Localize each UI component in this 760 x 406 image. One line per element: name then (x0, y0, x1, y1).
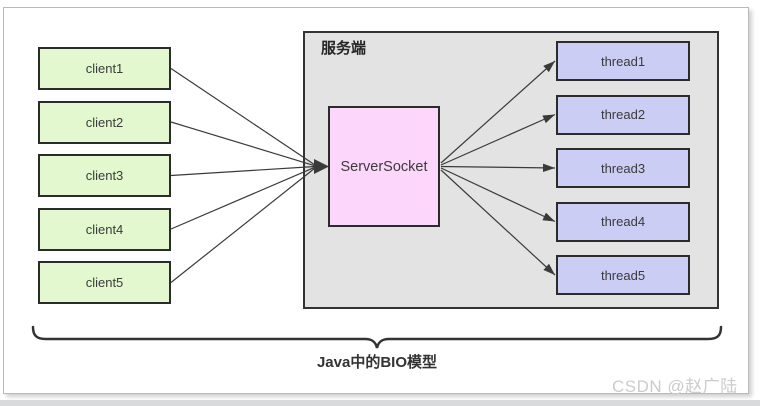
client5-box: client5 (38, 261, 171, 304)
thread4-label: thread4 (600, 214, 646, 229)
csdn-watermark: CSDN @赵广陆 (612, 377, 738, 396)
client1-label: client1 (85, 61, 124, 76)
client4-box: client4 (38, 207, 171, 251)
thread5-box: thread5 (556, 255, 690, 295)
thread5-label: thread5 (600, 267, 646, 283)
serversocket-to-thread-lines (440, 60, 556, 276)
thread2-label: thread2 (600, 107, 646, 122)
thread2-box: thread2 (556, 94, 690, 135)
client3-box: client3 (38, 154, 171, 197)
server-panel-label: 服务端 (321, 40, 367, 57)
client2-box: client2 (38, 100, 171, 144)
client1-box: client1 (38, 47, 171, 90)
client5-label: client5 (85, 275, 124, 290)
thread3-box: thread3 (556, 148, 690, 188)
client2-label: client2 (85, 114, 124, 130)
fan-in-arrowhead (314, 159, 329, 174)
client3-label: client3 (85, 168, 124, 183)
serversocket-label: ServerSocket (340, 158, 428, 175)
thread4-box: thread4 (556, 201, 690, 242)
diagram-caption: Java中的BIO模型 (316, 354, 438, 371)
client-to-serversocket-lines (170, 68, 316, 283)
thread1-label: thread1 (600, 53, 646, 69)
client4-label: client4 (85, 221, 124, 237)
thread3-label: thread3 (600, 160, 646, 176)
serversocket-box: ServerSocket (328, 106, 440, 227)
bottom-brace (31, 325, 723, 349)
bottom-edge-strip (0, 400, 760, 406)
thread1-box: thread1 (556, 41, 690, 81)
